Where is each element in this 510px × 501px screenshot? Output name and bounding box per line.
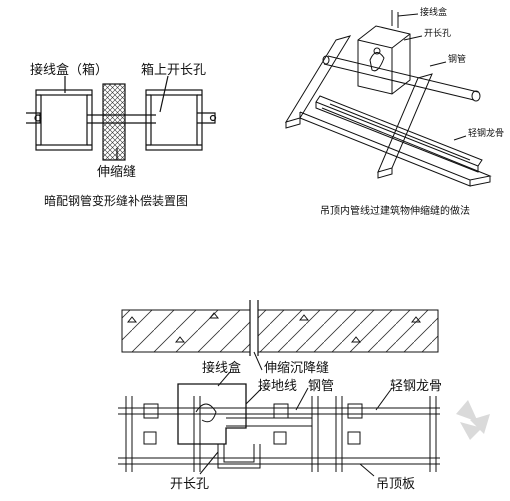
fig3-label-hole: 开长孔 xyxy=(170,477,210,492)
fig1-label-joint: 伸缩缝 xyxy=(97,165,137,180)
cross-bar-mid xyxy=(377,73,433,173)
fig3-label-ground: 接地线 xyxy=(258,379,298,394)
keel-rail-front xyxy=(315,95,483,167)
fig3-label-joint: 伸缩沉降缝 xyxy=(264,361,330,376)
watermark-logo xyxy=(456,400,490,440)
fig2-label-pipe: 钢管 xyxy=(448,55,467,65)
fig3-label-junction-box: 接线盒 xyxy=(202,361,242,376)
concrete-slab-right xyxy=(257,309,439,353)
expansion-joint-wall xyxy=(102,83,126,161)
fig2-label-hole: 开长孔 xyxy=(424,29,452,39)
keel-rail-back xyxy=(299,107,492,181)
fig1-label-junction-box: 接线盒（箱） xyxy=(30,63,109,78)
section-steel-pipe xyxy=(226,417,312,427)
fig1-label-slot: 箱上开长孔 xyxy=(141,63,207,78)
fig2-caption: 吊顶内管线过建筑物伸缩缝的做法 xyxy=(320,206,470,217)
fig2-label-junction-box: 接线盒 xyxy=(420,8,448,18)
concrete-slab-left xyxy=(121,309,251,353)
section-junction-box xyxy=(177,383,247,445)
steel-pipe xyxy=(323,55,479,101)
fig3-label-board: 吊顶板 xyxy=(376,477,416,492)
fig1-caption: 暗配钢管变形缝补偿装置图 xyxy=(44,194,189,208)
right-junction-box xyxy=(145,89,203,151)
iso-junction-box xyxy=(357,25,411,95)
fig3-label-keel: 轻钢龙骨 xyxy=(390,379,443,394)
fig2-label-keel: 轻钢龙骨 xyxy=(468,129,505,139)
fig3-label-pipe: 钢管 xyxy=(308,379,335,394)
left-junction-box xyxy=(35,89,93,151)
